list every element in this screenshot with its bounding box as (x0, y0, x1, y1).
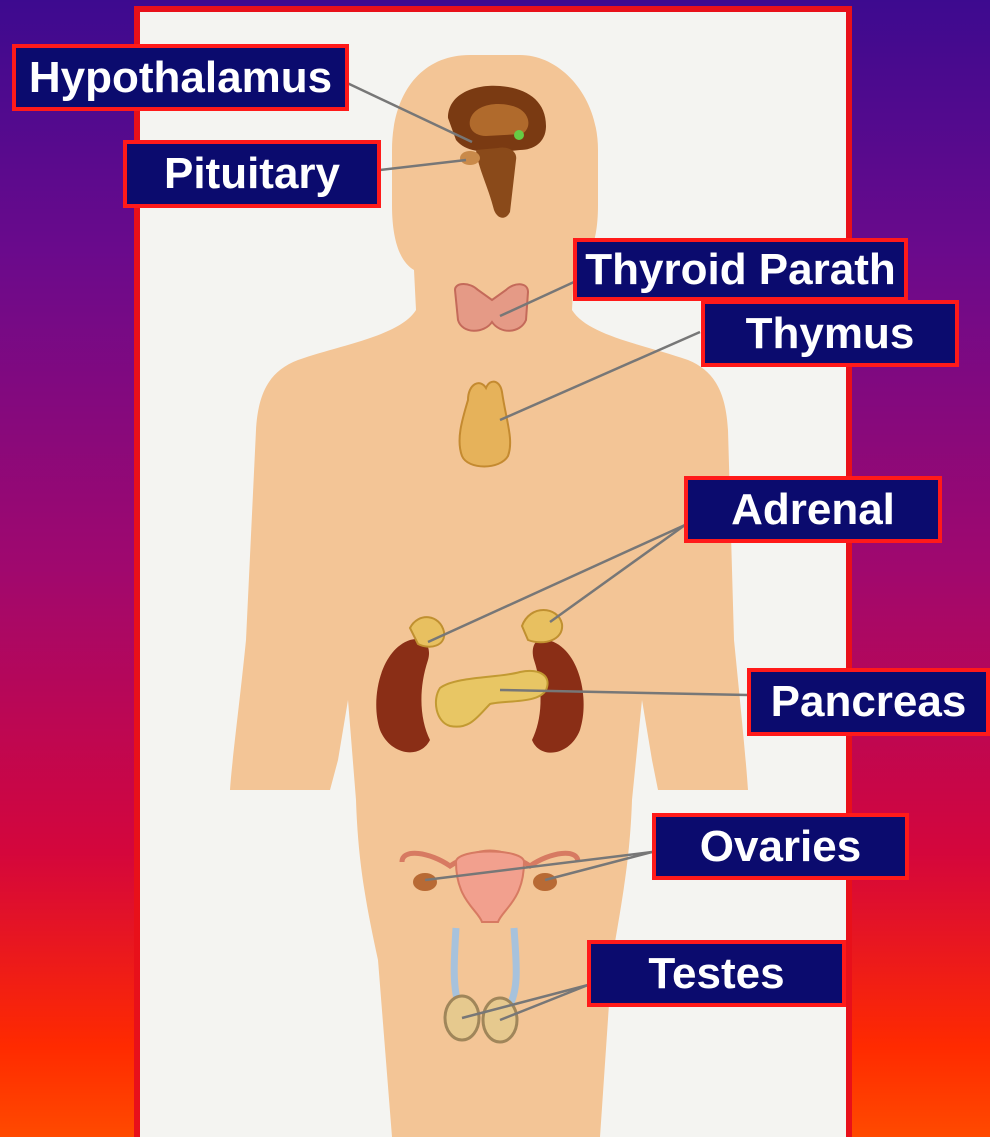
label-adrenal: Adrenal (684, 476, 942, 543)
label-ovaries: Ovaries (652, 813, 909, 880)
ovary-right (533, 873, 557, 891)
label-testes: Testes (587, 940, 846, 1007)
label-thymus: Thymus (701, 300, 959, 367)
label-pancreas: Pancreas (747, 668, 990, 736)
label-hypothalamus: Hypothalamus (12, 44, 349, 111)
pituitary-gland (460, 151, 480, 165)
label-thyroid-parathyroid: Thyroid Parath (573, 238, 908, 301)
label-pituitary: Pituitary (123, 140, 381, 208)
ovary-left (413, 873, 437, 891)
pineal-gland (514, 130, 524, 140)
